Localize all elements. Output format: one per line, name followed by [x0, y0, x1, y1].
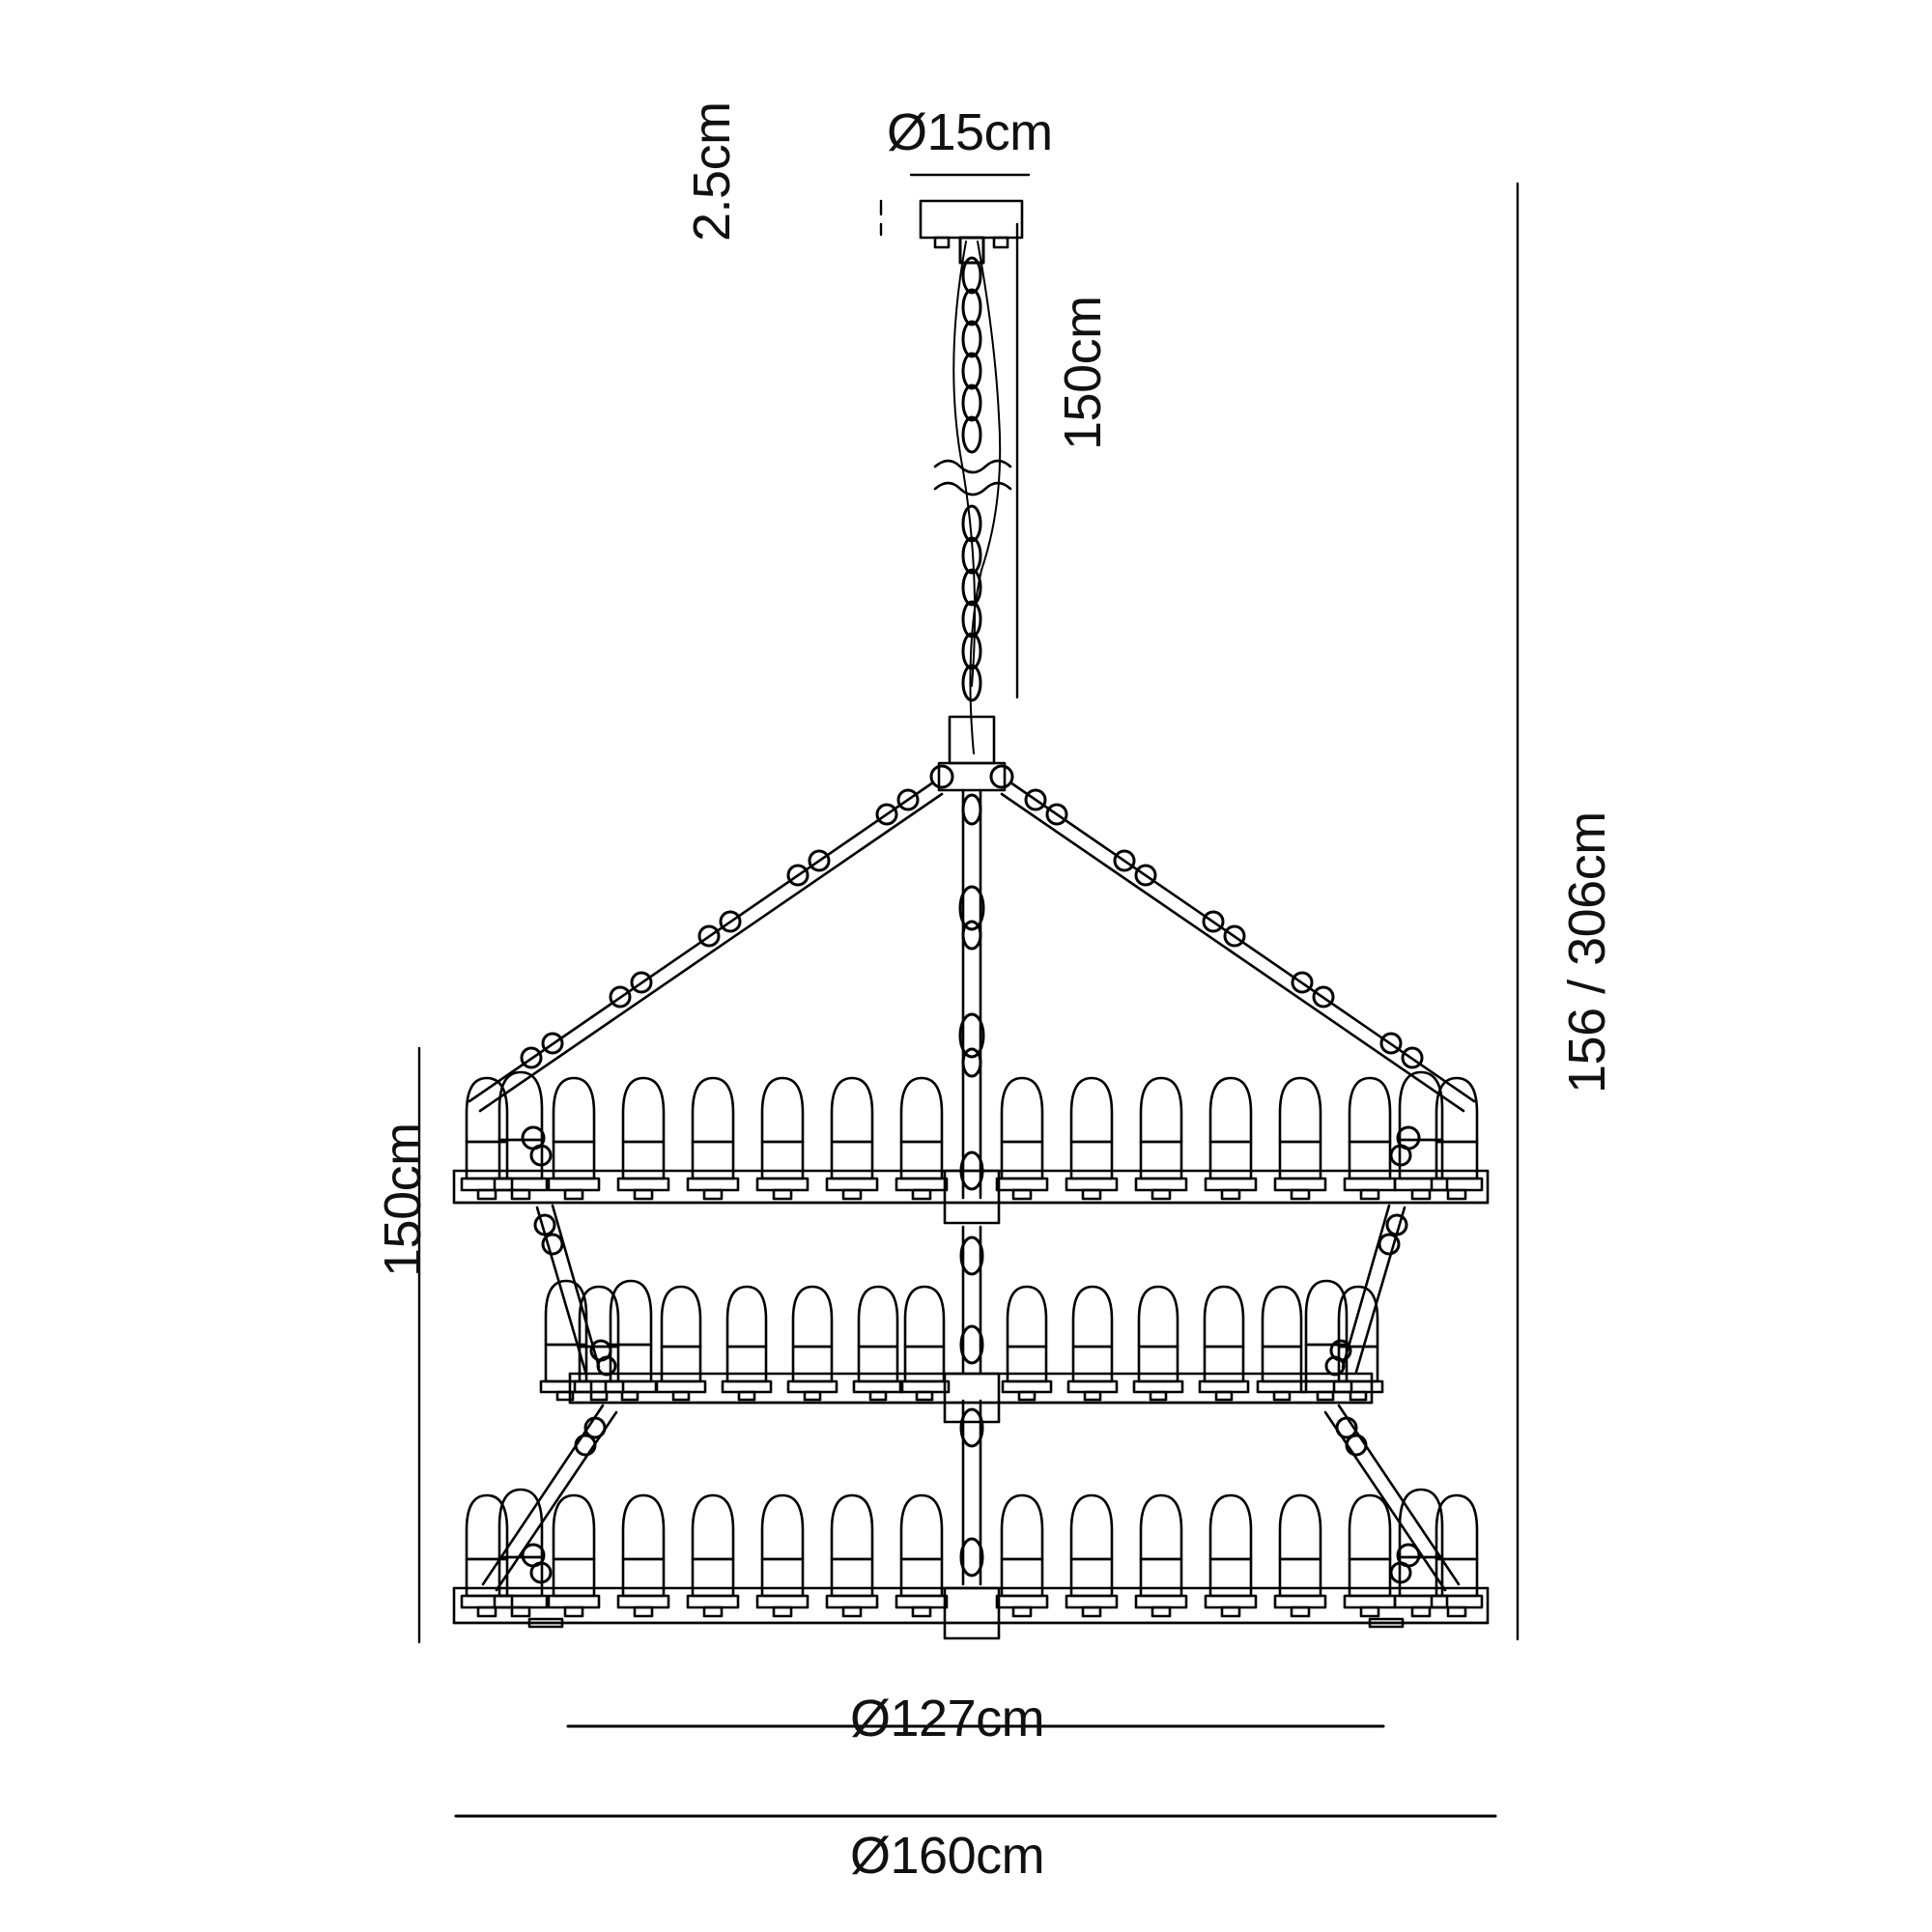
bulb: [1332, 1285, 1384, 1402]
bulb: [1273, 1493, 1327, 1618]
bulb: [1065, 1493, 1119, 1618]
bulb: [852, 1285, 904, 1402]
upper-hub: [929, 761, 1014, 792]
top-tier: [452, 1070, 1490, 1225]
arm-upper-left: [468, 781, 944, 1113]
chain-length-label: 150cm: [1054, 296, 1112, 450]
bulb: [755, 1493, 810, 1618]
bulb: [1132, 1285, 1184, 1402]
arm-upper-right: [1000, 781, 1476, 1113]
central-stem: [958, 788, 985, 1586]
bulb: [1204, 1076, 1258, 1201]
middle-tier-bulbs: [539, 1279, 1384, 1402]
bulb: [1066, 1285, 1119, 1402]
bulb: [1256, 1285, 1308, 1402]
bulb: [895, 1493, 949, 1618]
bulb: [493, 1488, 549, 1618]
suspension-chain: [933, 236, 1012, 754]
bulb: [1430, 1493, 1484, 1618]
bulb: [1001, 1285, 1053, 1402]
bulb: [825, 1493, 879, 1618]
bulb: [1343, 1493, 1397, 1618]
dimension-lines: [417, 173, 1520, 1818]
bulb: [1299, 1279, 1353, 1402]
canopy-height-label: 2.5cm: [683, 101, 741, 242]
bulb: [1343, 1076, 1397, 1201]
bulb: [616, 1076, 670, 1201]
bulb: [1198, 1285, 1250, 1402]
bulb: [539, 1279, 593, 1402]
bulb: [1430, 1076, 1484, 1201]
bulb: [755, 1076, 810, 1201]
bulb: [895, 1076, 949, 1201]
bulb: [604, 1279, 658, 1402]
bulb: [460, 1076, 514, 1201]
bulb: [786, 1285, 838, 1402]
bulb: [573, 1285, 625, 1402]
fixture-height-label: 150cm: [374, 1122, 432, 1277]
bulb: [686, 1493, 740, 1618]
bulb: [995, 1076, 1049, 1201]
bulb: [825, 1076, 879, 1201]
bulb: [721, 1285, 773, 1402]
bulb: [547, 1076, 601, 1201]
bulb: [686, 1076, 740, 1201]
bottom-tier-bulbs: [460, 1488, 1484, 1618]
canopy-diameter-label: Ø15cm: [887, 103, 1053, 161]
outer-diameter-label: Ø160cm: [850, 1827, 1045, 1885]
middle-tier: [539, 1279, 1384, 1424]
bulb: [547, 1493, 601, 1618]
bulb: [1134, 1076, 1188, 1201]
bulb: [493, 1070, 549, 1201]
bulb: [995, 1493, 1049, 1618]
bulb: [1393, 1070, 1449, 1201]
overall-height-label: 156 / 306cm: [1558, 811, 1616, 1094]
inner-diameter-label: Ø127cm: [850, 1690, 1045, 1747]
bulb: [1273, 1076, 1327, 1201]
bulb: [616, 1493, 670, 1618]
bulb: [898, 1285, 951, 1402]
bulb: [460, 1493, 514, 1618]
bulb: [1134, 1493, 1188, 1618]
ceiling-canopy: [919, 199, 1024, 249]
top-tier-bulbs: [460, 1070, 1484, 1201]
bulb: [1065, 1076, 1119, 1201]
bulb: [1393, 1488, 1449, 1618]
bulb: [1204, 1493, 1258, 1618]
bottom-tier: [452, 1488, 1490, 1640]
bulb: [655, 1285, 707, 1402]
arm-middle-to-bottom: [481, 1404, 1461, 1592]
